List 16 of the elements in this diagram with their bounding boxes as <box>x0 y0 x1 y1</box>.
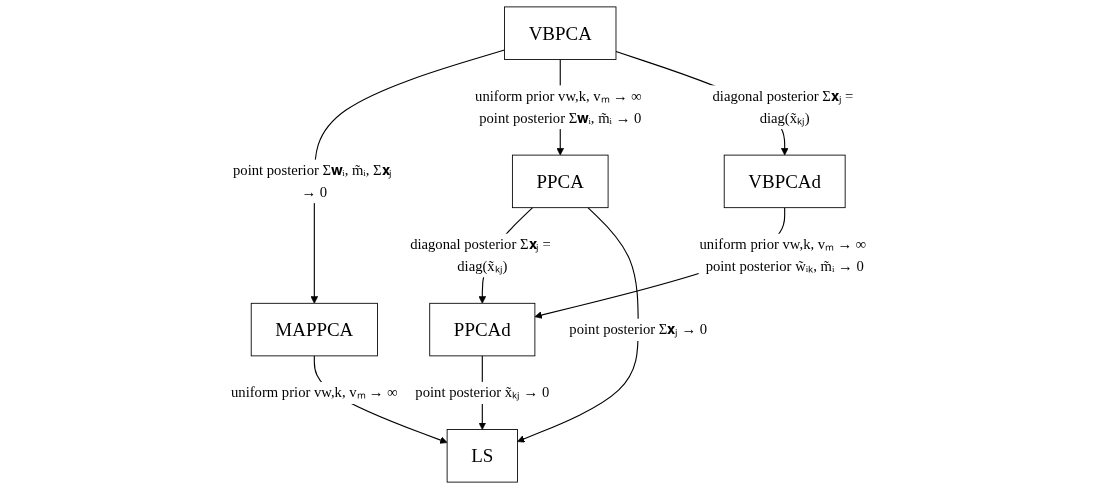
node-box: VBPCA <box>504 6 617 60</box>
arrow <box>310 49 506 304</box>
node-box: MAPPCA <box>250 302 378 357</box>
edge-label: point posterior x̃ₖⱼ → 0 <box>415 384 550 401</box>
node-box: PPCAd <box>429 302 536 357</box>
edge-label: diagonal posterior Σ𝐱ⱼ = diag(x̃ₖⱼ) <box>410 236 551 275</box>
node-box: LS <box>446 429 518 483</box>
edge-label: uniform prior vw,k, vₘ → ∞ point posterior Σ𝐰ᵢ, m̃ᵢ → 0 <box>475 87 642 127</box>
arrow <box>517 207 639 443</box>
edge-label: point posterior Σ𝐰ᵢ, m̃ᵢ, Σ𝐱ⱼ → 0 <box>233 161 392 201</box>
edge-label: diagonal posterior Σ𝐱ⱼ = diag(x̃ₖⱼ) <box>712 87 854 127</box>
edge-label: point posterior Σ𝐱ⱼ → 0 <box>569 321 708 338</box>
edge-label: uniform prior vw,k, vₘ → ∞ <box>231 384 398 401</box>
node-box: PPCA <box>511 154 609 209</box>
node-box: VBPCAd <box>723 154 846 209</box>
edge-label: uniform prior vw,k, vₘ → ∞ point posterior w̃ᵢₖ, m̃ᵢ → 0 <box>699 236 867 275</box>
